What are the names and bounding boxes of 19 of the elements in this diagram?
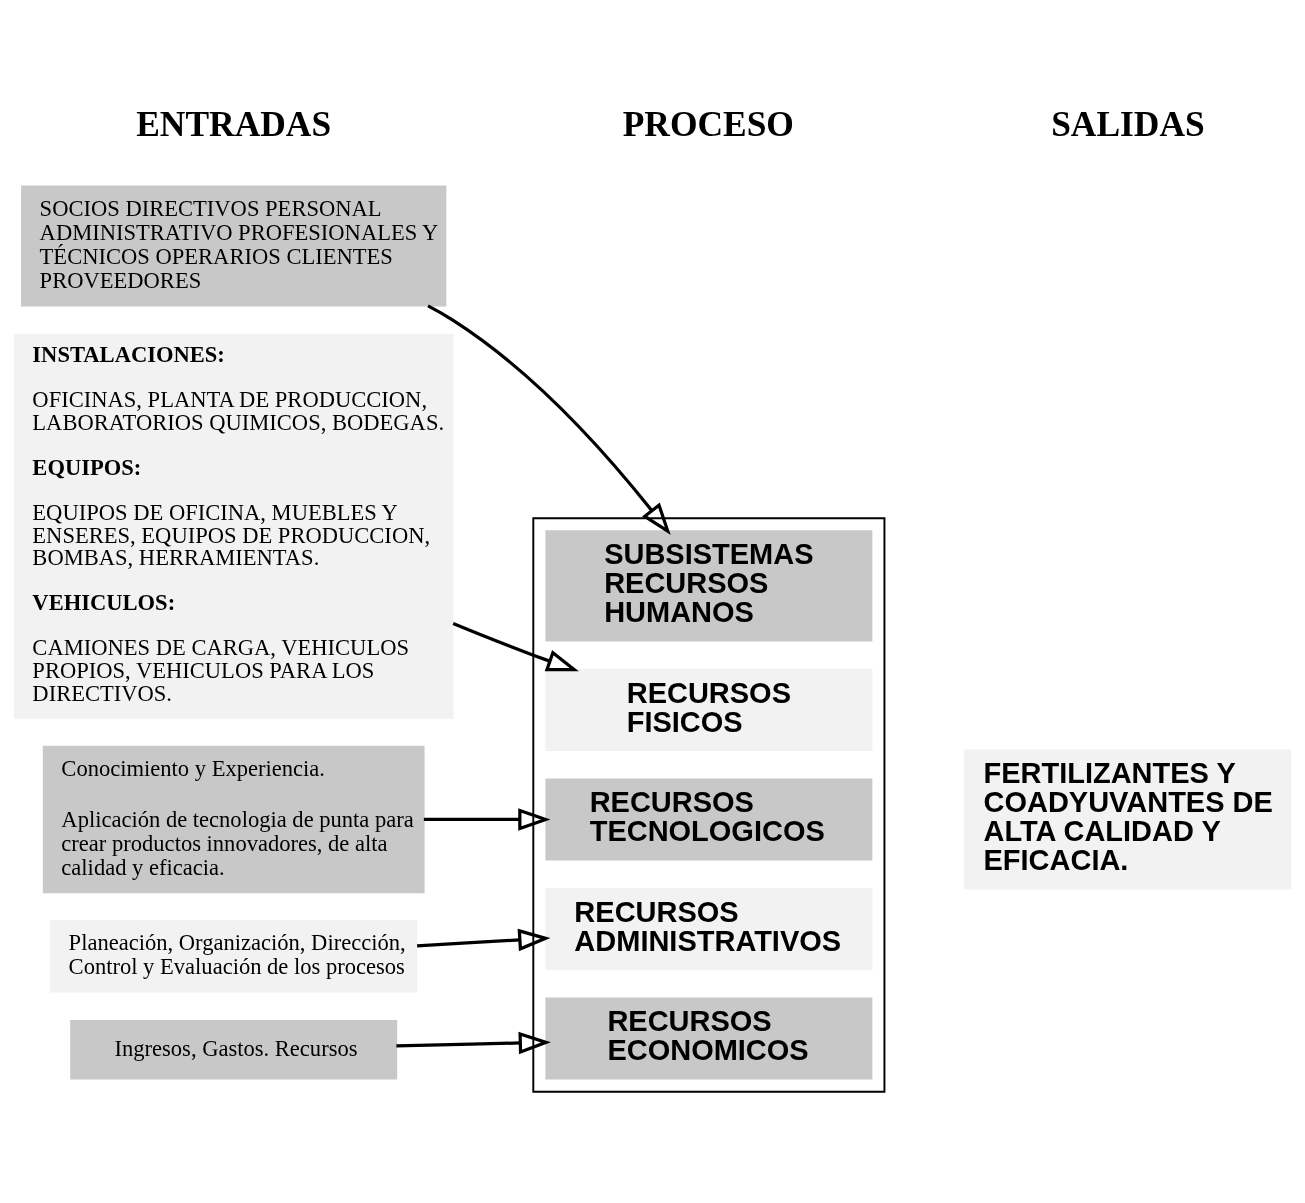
node-box: SOCIOS DIRECTIVOS PERSONAL ADMINISTRATIVO PROFESIONALES Y TÉCNICOS OPERARIOS CLIENTES PROVEEDORES <box>21 185 447 306</box>
node-box: RECURSOS TECNOLOGICOS <box>545 777 873 861</box>
arrow <box>417 928 551 951</box>
label: PROCESO <box>622 103 794 144</box>
label: ENTRADAS <box>136 103 332 144</box>
node-box: RECURSOS ADMINISTRATIVOS <box>545 887 873 970</box>
arrow <box>452 621 579 671</box>
arrow <box>423 807 551 831</box>
node-box: SUBSISTEMAS RECURSOS HUMANOS <box>545 529 873 641</box>
label: SALIDAS <box>1051 103 1205 144</box>
node-box: RECURSOS FISICOS <box>545 668 873 751</box>
node-box: Planeación, Organización, Dirección, Control y Evaluación de los procesos <box>50 919 418 993</box>
cluster <box>532 516 886 1093</box>
node-box: Ingresos, Gastos. Recursos <box>70 1019 398 1080</box>
node-box: INSTALACIONES: OFICINAS, PLANTA DE PRODUCCION, LABORATORIOS QUIMICOS, BODEGAS. EQUIPOS: EQUIPOS DE OFICINA, MUEBLES Y ENSERES, EQUIPOS DE PRODUCCION, BOMBAS, HERRAMIENTAS. VEHICULOS: CAMIONES DE CARGA, VEHICULOS PROPIOS, VEHICULOS PARA LOS DIRECTIVOS. <box>13 333 454 719</box>
node-box: RECURSOS ECONOMICOS <box>545 996 873 1080</box>
node-box: Conocimiento y Experiencia. Aplicación de tecnologia de punta para crear productos innovadores, de alta calidad y eficacia. <box>42 745 425 893</box>
arrow <box>427 303 671 535</box>
arrow <box>396 1031 551 1054</box>
